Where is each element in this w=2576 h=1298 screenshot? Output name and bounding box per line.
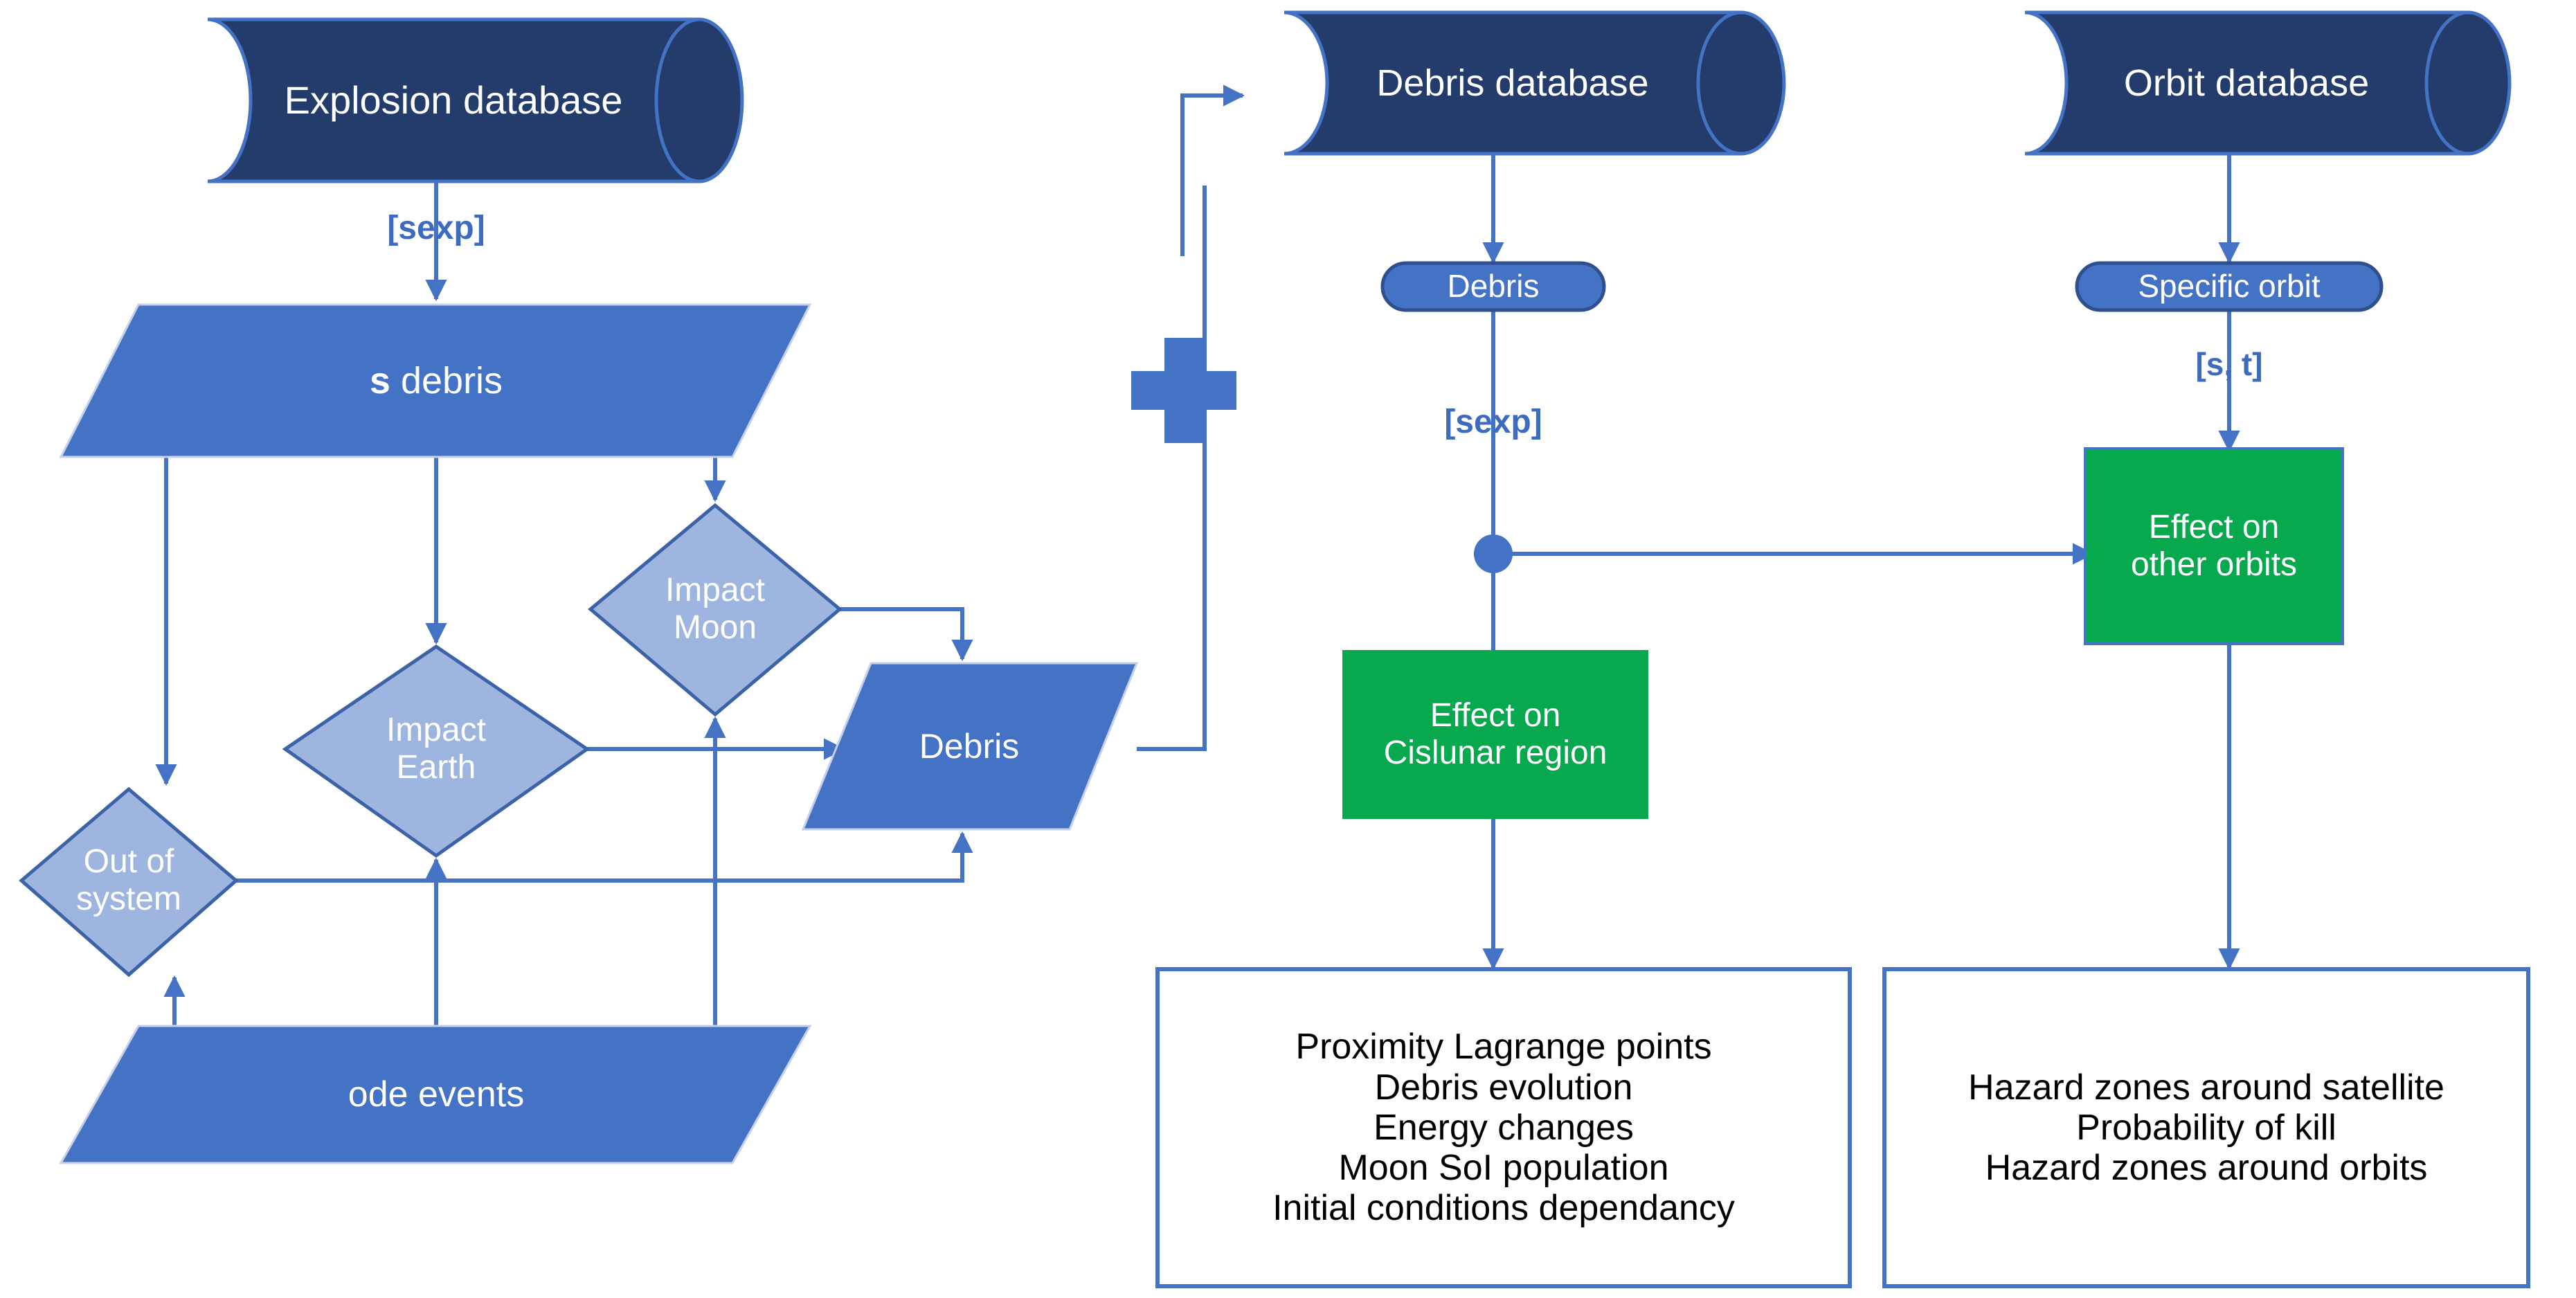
cislunar-outputs-box	[1155, 967, 1852, 1288]
debris-database-shape[interactable]	[1284, 10, 1786, 156]
out-of-system-shape[interactable]	[19, 786, 239, 977]
debris-pill-shape[interactable]	[1380, 261, 1606, 312]
ode-events-shape[interactable]	[59, 1025, 812, 1164]
impact-earth-shape[interactable]	[282, 644, 591, 858]
effect-other-orbits-shape[interactable]	[2084, 447, 2344, 645]
junction-dot-icon	[1474, 534, 1513, 573]
merge-plus-icon	[1131, 338, 1236, 443]
specific-orbit-pill-shape[interactable]	[2075, 261, 2384, 312]
explosion-database-shape[interactable]	[207, 17, 744, 183]
effect-cislunar-shape[interactable]	[1342, 650, 1648, 819]
edge-outofsystem-feedback-bus	[236, 831, 973, 883]
impact-moon-shape[interactable]	[588, 503, 843, 717]
orbit-database-shape[interactable]	[2024, 10, 2512, 156]
orbit-outputs-box	[1882, 967, 2530, 1288]
edge-debris-to-plus	[1137, 186, 1207, 751]
connector-layer	[155, 83, 2240, 1026]
debris-data-shape[interactable]	[801, 662, 1139, 831]
s-debris-shape[interactable]	[59, 303, 812, 458]
edge-impactmoon-to-debris	[840, 607, 973, 662]
edge-plus-to-debrisdatabase	[1180, 84, 1245, 256]
